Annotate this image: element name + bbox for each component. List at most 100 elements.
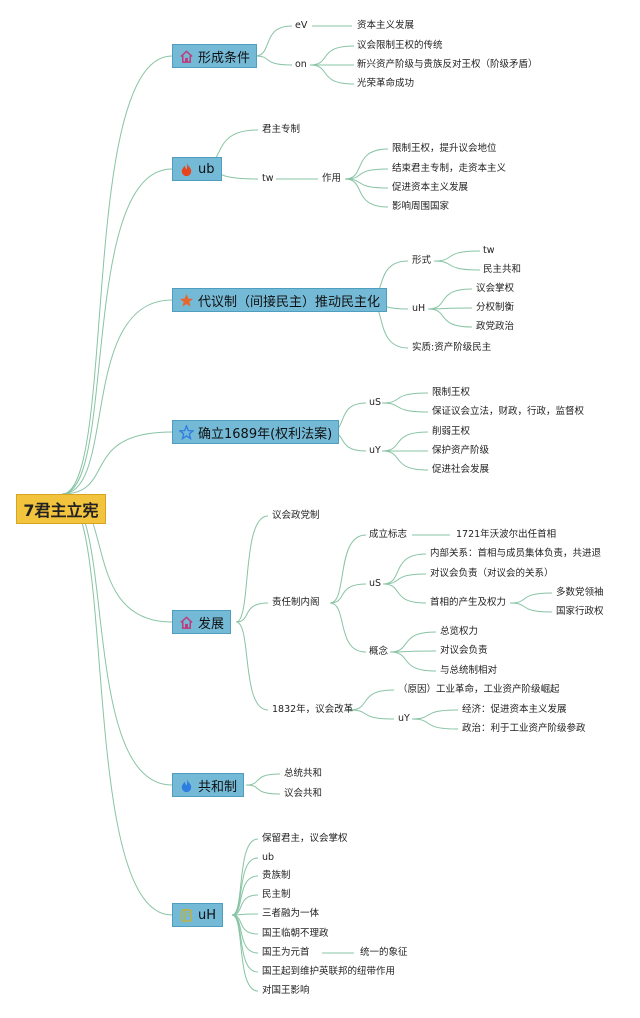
node-t4-a2[interactable]: 保证议会立法，财政，行政，监督权 (432, 406, 585, 417)
node-t2-c1[interactable]: 限制王权，提升议会地位 (392, 143, 497, 154)
connector (61, 168, 173, 495)
book-icon (179, 908, 194, 923)
connector (61, 493, 173, 916)
connector (61, 493, 173, 786)
connector (433, 250, 481, 262)
node-t7-h[interactable]: 国王起到维护英联邦的纽带作用 (262, 966, 396, 977)
node-t5-b3a[interactable]: 总览权力 (440, 626, 479, 637)
node-t3-b3[interactable]: 政党政治 (476, 321, 515, 332)
node-t4-a[interactable]: uS (369, 397, 382, 408)
connector (245, 773, 281, 786)
node-t7-c[interactable]: 贵族制 (262, 870, 291, 881)
node-t5-c2a[interactable]: 经济：促进资本主义发展 (462, 704, 567, 715)
node-t3-b2[interactable]: 分权制衡 (476, 302, 515, 313)
node-t4-b1[interactable]: 削弱王权 (432, 426, 471, 437)
node-t2-b[interactable]: tw (262, 173, 274, 184)
node-t7-f[interactable]: 国王临朝不理政 (262, 928, 329, 939)
node-t2-c4[interactable]: 影响周围国家 (392, 201, 450, 212)
node-t5-c[interactable]: 1832年，议会改革 (272, 704, 354, 715)
node-t1-b1[interactable]: 议会限制王权的传统 (357, 40, 443, 51)
topic-label: uH (198, 907, 217, 923)
topic-label: 形成条件 (198, 50, 251, 66)
node-t3-b1[interactable]: 议会掌权 (476, 283, 515, 294)
connector (231, 857, 259, 916)
node-t7-g1[interactable]: 统一的象征 (360, 947, 408, 958)
node-t5-c2b[interactable]: 政治：利于工业资产阶级参政 (462, 723, 586, 734)
node-t7-b[interactable]: ub (262, 852, 275, 863)
topic-label: ub (198, 161, 215, 177)
connector (427, 308, 473, 328)
node-t3-b[interactable]: uH (412, 303, 426, 314)
node-t2-c3[interactable]: 促进资本主义发展 (392, 182, 469, 193)
node-t5-b3c[interactable]: 与总统制相对 (440, 665, 498, 676)
connector (231, 914, 259, 992)
connector (235, 515, 269, 623)
node-t1-a1[interactable]: 资本主义发展 (357, 20, 415, 31)
connector (61, 299, 173, 495)
connector (329, 602, 367, 653)
node-t5-b2[interactable]: uS (369, 578, 382, 589)
node-t1-a[interactable]: eV (295, 20, 308, 31)
connector (254, 55, 293, 66)
topic-republic[interactable]: 共和制 (172, 773, 245, 797)
connector (61, 431, 173, 495)
node-t5-b[interactable]: 责任制内阁 (272, 597, 320, 608)
node-t4-b2[interactable]: 保护资产阶级 (432, 445, 490, 456)
node-t4-b3[interactable]: 促进社会发展 (432, 464, 490, 475)
topic-establishment-1689[interactable]: 确立1689年(权利法案) (172, 420, 340, 444)
node-t7-i[interactable]: 对国王影响 (262, 985, 310, 996)
node-t1-b2[interactable]: 新兴资产阶级与贵族反对王权（阶级矛盾） (357, 59, 538, 70)
connector (61, 55, 173, 495)
connector (231, 838, 259, 916)
connector (254, 25, 293, 57)
node-t4-b[interactable]: uY (369, 445, 381, 456)
topic-uh[interactable]: uH (172, 903, 224, 927)
node-t7-g[interactable]: 国王为元首 (262, 947, 310, 958)
connector (433, 260, 481, 271)
topic-development[interactable]: 发展 (172, 610, 232, 634)
node-t5-b2a[interactable]: 内部关系：首相与成员集体负责，共进退 (430, 548, 602, 559)
node-t5-b1[interactable]: 成立标志 (369, 529, 408, 540)
connector (231, 875, 259, 916)
node-t1-b3[interactable]: 光荣革命成功 (357, 78, 415, 89)
connector (382, 583, 427, 604)
topic-representative-system[interactable]: 代议制（间接民主）推动民主化 (172, 288, 388, 312)
node-t5-b1a[interactable]: 1721年沃波尔出任首相 (456, 529, 557, 540)
connector (381, 450, 429, 471)
connector (231, 894, 259, 916)
node-t3-a1[interactable]: tw (483, 245, 495, 256)
node-t3-a[interactable]: 形式 (412, 255, 432, 266)
house-icon (179, 615, 194, 630)
connector (382, 573, 427, 585)
node-t7-e[interactable]: 三者融为一体 (262, 908, 320, 919)
connector (309, 64, 355, 85)
node-t5-b3b[interactable]: 对议会负责 (440, 645, 488, 656)
node-t1-b[interactable]: on (295, 59, 307, 70)
root-topic[interactable]: 7君主立宪 (16, 494, 106, 524)
node-t2-c2[interactable]: 结束君主专制，走资本主义 (392, 163, 507, 174)
node-t5-b2c2[interactable]: 国家行政权 (556, 606, 604, 617)
topic-formation-conditions[interactable]: 形成条件 (172, 44, 258, 68)
connector (509, 592, 553, 604)
node-t4-a1[interactable]: 限制王权 (432, 387, 471, 398)
node-t5-b2c[interactable]: 首相的产生及权力 (430, 597, 507, 608)
node-t5-a[interactable]: 议会政党制 (272, 510, 320, 521)
node-t5-c1[interactable]: （原因）工业革命，工业资产阶级崛起 (398, 684, 560, 695)
topic-ub[interactable]: ub (172, 157, 222, 181)
node-t7-d[interactable]: 民主制 (262, 889, 291, 900)
node-t7-a[interactable]: 保留君主，议会掌权 (262, 833, 348, 844)
node-t3-a2[interactable]: 民主共和 (483, 264, 522, 275)
node-t3-c[interactable]: 实质:资产阶级民主 (412, 342, 492, 353)
connector (382, 553, 427, 585)
node-t6-a[interactable]: 总统共和 (284, 768, 323, 779)
flame-icon (179, 162, 194, 177)
node-t6-b[interactable]: 议会共和 (284, 788, 323, 799)
node-t5-b2c1[interactable]: 多数党领袖 (556, 587, 604, 598)
node-t2-b-c[interactable]: 作用 (322, 173, 342, 184)
node-t2-a[interactable]: 君主专制 (262, 124, 301, 135)
connector (381, 431, 429, 452)
node-t5-b2b[interactable]: 对议会负责（对议会的关系） (430, 568, 554, 579)
node-t5-b3[interactable]: 概念 (369, 646, 389, 657)
connector (245, 784, 281, 795)
node-t5-c2[interactable]: uY (398, 713, 410, 724)
